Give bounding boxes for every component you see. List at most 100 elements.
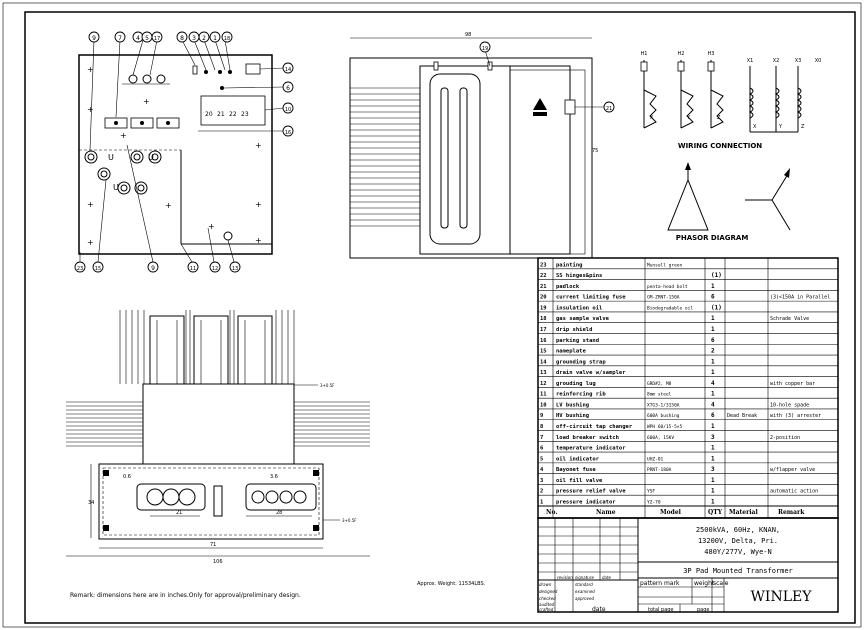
bom-cell-name: load breaker switch [556, 435, 619, 441]
role-checked: checked [539, 596, 556, 601]
bom-cell-qty: 1 [711, 315, 715, 322]
role-crafted: crafted [539, 607, 554, 612]
svg-text:U: U [108, 153, 114, 162]
lv-coil-z: Z [801, 124, 805, 130]
title-block: 2500kVA, 60Hz, KNAN, 13200V, Delta, Pri.… [537, 517, 839, 613]
balloon-11: 11 [190, 266, 196, 272]
bom-cell-qty: 1 [711, 455, 715, 462]
bom-cell-qty: 1 [711, 391, 715, 398]
label-h1: H1 [641, 51, 648, 57]
balloon-14: 14 [285, 67, 291, 73]
bom-cell-name: SS hinges&pins [556, 273, 602, 279]
balloon-4: 4 [136, 35, 140, 42]
hv-coil-z: Z [717, 115, 721, 121]
bom-cell-no: 12 [540, 381, 547, 387]
bom-cell-name: pressure indicator [556, 500, 616, 506]
bom-cell-name: Bayonet fuse [556, 467, 596, 473]
label-weight: weight [694, 580, 715, 587]
svg-text:+: + [165, 201, 172, 210]
product-title: 3P Pad Mounted Transformer [683, 567, 793, 575]
label-h2: H2 [678, 51, 685, 57]
dim-sub-28: 28 [276, 510, 282, 516]
bom-cell-name: painting [556, 262, 583, 268]
bom-cell-model: PRNT-180A [647, 467, 672, 473]
bom-cell-model: UHZ-01 [647, 456, 664, 462]
balloon-2: 2 [202, 35, 206, 42]
label-pattern-mark: pattern mark [640, 580, 680, 587]
label-date: date [592, 606, 606, 613]
balloon-16: 16 [285, 130, 291, 136]
bom-cell-model: GRD#2, M8 [647, 381, 672, 387]
balloon-18: 18 [224, 36, 230, 42]
balloon-15: 15 [95, 266, 101, 272]
bom-cell-qty: 1 [711, 477, 715, 484]
rev-header-signature: signature [575, 575, 594, 580]
title-line-rating: 2500kVA, 60Hz, KNAN, [696, 526, 780, 534]
bom-cell-qty: 1 [711, 499, 715, 506]
bom-cell-name: current limiting fuse [556, 295, 626, 301]
balloon-10: 10 [285, 107, 291, 113]
hv-coil-y: Y [686, 115, 691, 121]
bom-cell-remark: with (3) arrester [770, 413, 821, 419]
svg-text:+: + [255, 200, 262, 209]
bom-cell-no: 20 [540, 295, 547, 301]
load-breaker-switch-group [104, 117, 180, 129]
bom-header-no: No. [546, 509, 557, 516]
hv-coil-x: X [650, 115, 654, 121]
bom-cell-no: 3 [540, 478, 543, 484]
bom-cell-model: penta-head bolt [647, 284, 688, 290]
role-drawn: drawn [539, 582, 552, 587]
bom-cell-name: insulation oil [556, 305, 602, 311]
bom-cell-name: drain valve w/sampler [556, 370, 626, 376]
bom-cell-qty: 6 [711, 412, 715, 419]
label-h3: H3 [708, 51, 715, 57]
bom-cell-qty: 1 [711, 358, 715, 365]
label-total-page: total page [648, 607, 674, 613]
dim-right-1: 3+0.5F [320, 383, 335, 388]
bom-cell-no: 21 [540, 284, 547, 290]
bom-cell-mat: Dead Break [727, 413, 757, 419]
bom-cell-no: 23 [540, 262, 547, 268]
label-examined: examined [575, 589, 595, 594]
bom-cell-name: drip shield [556, 327, 592, 333]
bom-cell-qty: 1 [711, 326, 715, 333]
drain-valve-symbol [223, 231, 233, 241]
balloon-7: 7 [118, 35, 122, 42]
cooling-fins-top [119, 310, 295, 384]
bom-header-model: Model [660, 509, 682, 516]
panel-digit-20: 20 [205, 111, 213, 118]
lv-coil-y: Y [778, 124, 783, 130]
bom-cell-no: 14 [540, 359, 547, 365]
svg-text:+: + [87, 65, 94, 74]
bom-header-qty: QTY [708, 509, 723, 516]
bom-cell-no: 18 [540, 316, 547, 322]
remark-note: Remark: dimensions here are in inches.On… [70, 592, 301, 599]
bom-cell-name: off-circuit tap changer [556, 424, 633, 430]
svg-text:U: U [148, 153, 154, 162]
bom-cell-qty: (1) [711, 304, 722, 311]
bayonet-fuse-group [122, 74, 170, 85]
side-view: 98 75 [349, 32, 615, 259]
label-x2: X2 [773, 58, 780, 64]
label-approved: approved [575, 596, 594, 601]
dim-top-width: 98 [465, 32, 471, 38]
bom-header-material: Material [729, 509, 758, 516]
balloon-6: 6 [286, 85, 290, 92]
lv-coil-x: X [753, 124, 757, 130]
bom-cell-remark: (3)<150A in Parallel [770, 295, 830, 301]
approx-weight-note: Approx. Weight: 11534LBS. [417, 581, 486, 587]
rev-header-date: date [602, 575, 612, 580]
bom-cell-remark: Schrade Valve [770, 316, 809, 322]
title-block-roles: drawn designed checked audited crafted r… [539, 575, 612, 613]
bom-cell-name: HV bushing [556, 413, 589, 419]
balloon-9: 9 [92, 35, 96, 42]
bom-cell-model: YZ-70 [647, 500, 661, 506]
dim-right-2: 3+0.5F [342, 518, 357, 523]
bom-cell-model: YSF [647, 489, 655, 495]
label-scale: scale [713, 580, 729, 587]
nameplate-small [245, 63, 261, 75]
bom-cell-no: 19 [540, 305, 547, 311]
svg-text:+: + [120, 131, 127, 140]
dim-side-height: 75 [592, 148, 598, 154]
